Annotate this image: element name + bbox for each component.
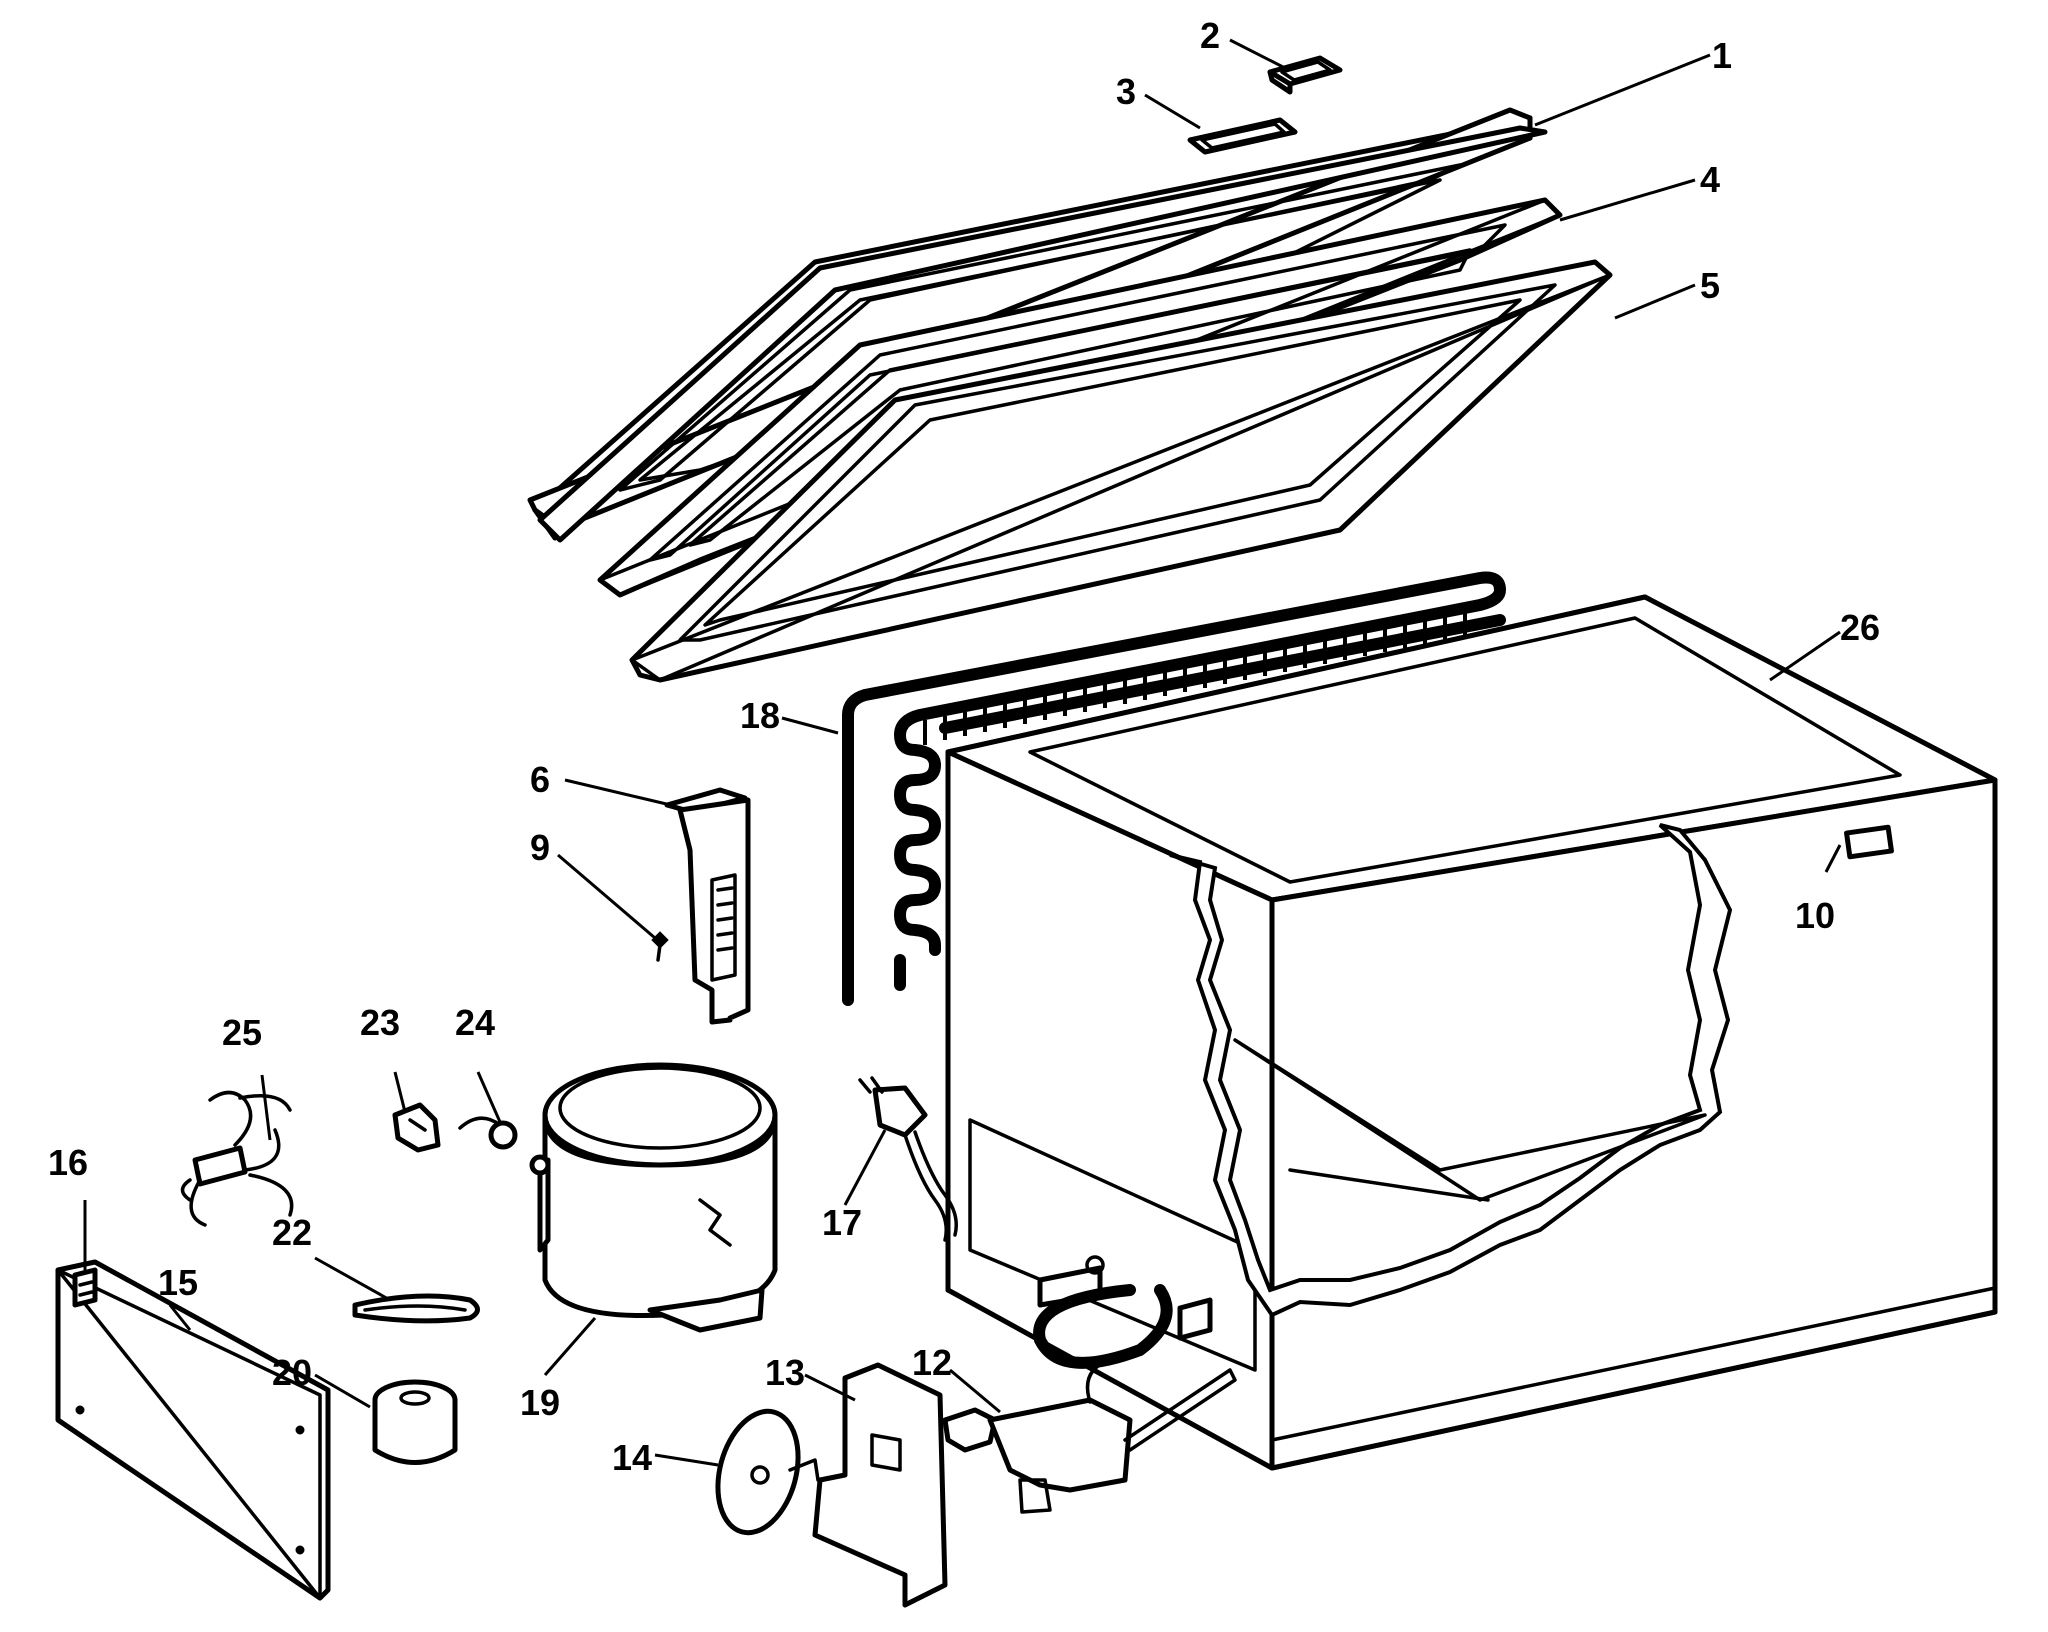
callout-16: 16 xyxy=(48,1142,88,1183)
callout-19: 19 xyxy=(520,1382,560,1423)
callout-9: 9 xyxy=(530,827,550,868)
control-knob xyxy=(715,1408,820,1536)
thermostat xyxy=(942,1358,1237,1514)
control-bracket xyxy=(812,1362,948,1608)
lid-handle xyxy=(1267,55,1343,95)
callout-5: 5 xyxy=(1700,265,1720,306)
callout-25: 25 xyxy=(222,1012,262,1053)
callout-13: 13 xyxy=(765,1352,805,1393)
compressor-grommet xyxy=(372,1379,458,1465)
overload-relay-assembly xyxy=(180,1090,294,1227)
callout-17: 17 xyxy=(822,1202,862,1243)
callout-2: 2 xyxy=(1200,15,1220,56)
callout-26: 26 xyxy=(1840,607,1880,648)
callout-20: 20 xyxy=(272,1352,312,1393)
callout-4: 4 xyxy=(1700,159,1720,200)
callout-1: 1 xyxy=(1712,35,1732,76)
relay-cover xyxy=(392,1102,441,1153)
callout-3: 3 xyxy=(1116,71,1136,112)
overload-protector xyxy=(458,1116,518,1150)
panel-clip xyxy=(72,1267,98,1308)
mounting-screw xyxy=(651,931,669,962)
condenser-coil xyxy=(842,571,1506,1006)
callout-6: 6 xyxy=(530,759,550,800)
base-access-panel xyxy=(55,1259,331,1601)
power-cord xyxy=(858,1076,958,1242)
callout-10: 10 xyxy=(1795,895,1835,936)
callout-23: 23 xyxy=(360,1002,400,1043)
compressor xyxy=(529,1062,778,1333)
tube-clip xyxy=(352,1293,480,1324)
thermostat-bracket xyxy=(664,787,751,1025)
callout-labels: 1 2 3 4 5 6 9 10 12 13 14 15 16 17 18 19… xyxy=(48,15,1880,1478)
callout-12: 12 xyxy=(912,1342,952,1383)
leader-lines xyxy=(83,38,1842,1467)
handle-insert xyxy=(1187,117,1298,155)
callout-22: 22 xyxy=(272,1212,312,1253)
callout-15: 15 xyxy=(158,1262,198,1303)
callout-18: 18 xyxy=(740,695,780,736)
lid-outer-frame xyxy=(629,259,1613,683)
freezer-cabinet xyxy=(945,594,1998,1471)
callout-14: 14 xyxy=(612,1437,652,1478)
callout-24: 24 xyxy=(455,1002,495,1043)
